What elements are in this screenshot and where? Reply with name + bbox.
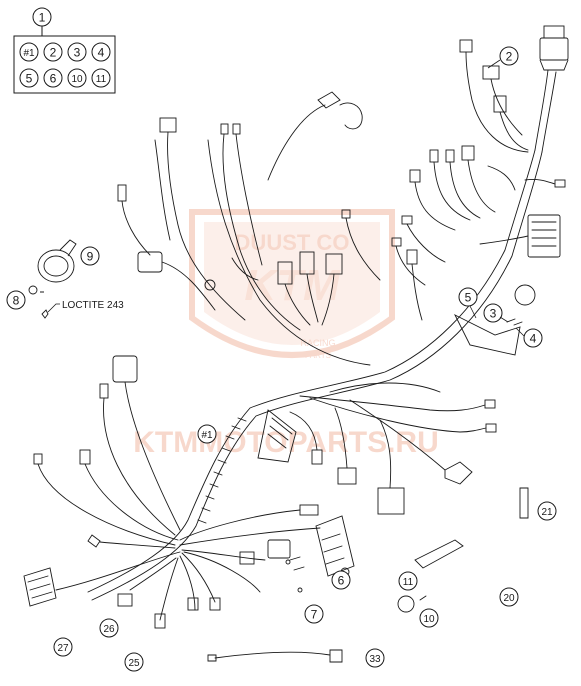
svg-text:25: 25 bbox=[128, 658, 140, 669]
svg-text:8: 8 bbox=[13, 294, 20, 308]
svg-text:21: 21 bbox=[541, 507, 553, 518]
callout-25[interactable]: 25 bbox=[124, 652, 144, 672]
callout-26[interactable]: 26 bbox=[99, 618, 119, 638]
svg-text:33: 33 bbox=[369, 654, 381, 665]
legend-item[interactable]: #1 bbox=[19, 42, 39, 62]
loctite-note: LOCTITE 243 bbox=[62, 300, 124, 311]
legend-header-number: 1 bbox=[39, 11, 46, 25]
callouts: 2 5 3 4 9 8 #1 21 6 7 11 10 20 26 27 25 … bbox=[6, 46, 557, 672]
wiring-harness bbox=[23, 25, 569, 663]
callout-5[interactable]: 5 bbox=[458, 287, 478, 307]
svg-text:4: 4 bbox=[530, 332, 537, 346]
svg-text:10: 10 bbox=[423, 614, 435, 625]
watermark-shield-top: DUUST CO bbox=[235, 230, 350, 255]
legend-item[interactable]: 4 bbox=[91, 42, 111, 62]
callout-2[interactable]: 2 bbox=[499, 46, 519, 66]
watermark-racing: RACING bbox=[300, 338, 335, 348]
svg-text:7: 7 bbox=[311, 608, 318, 622]
svg-text:26: 26 bbox=[103, 624, 115, 635]
svg-text:6: 6 bbox=[50, 72, 57, 86]
svg-text:2: 2 bbox=[50, 46, 57, 60]
legend-item[interactable]: 2 bbox=[43, 42, 63, 62]
legend-item[interactable]: 11 bbox=[91, 68, 111, 88]
legend-item[interactable]: 10 bbox=[67, 68, 87, 88]
legend-item[interactable]: 6 bbox=[43, 68, 63, 88]
svg-text:27: 27 bbox=[57, 643, 69, 654]
legend-item[interactable]: 3 bbox=[67, 42, 87, 62]
callout-3[interactable]: 3 bbox=[483, 303, 503, 323]
svg-text:9: 9 bbox=[87, 250, 94, 264]
callout-21[interactable]: 21 bbox=[537, 501, 557, 521]
callout-10[interactable]: 10 bbox=[419, 608, 439, 628]
callout-27[interactable]: 27 bbox=[53, 637, 73, 657]
watermark-site: KTMMOTOPARTS.RU bbox=[133, 426, 439, 459]
svg-text:6: 6 bbox=[338, 574, 345, 588]
callout-20[interactable]: 20 bbox=[499, 587, 519, 607]
svg-text:5: 5 bbox=[26, 72, 33, 86]
svg-text:2: 2 bbox=[506, 50, 513, 64]
callout-main-harness[interactable]: #1 bbox=[197, 424, 217, 444]
legend-box: 1 #1 2 3 4 5 6 10 11 bbox=[13, 7, 116, 94]
legend-header-bubble bbox=[32, 7, 52, 27]
svg-text:11: 11 bbox=[403, 577, 414, 588]
svg-text:3: 3 bbox=[490, 307, 497, 321]
legend-item[interactable]: 5 bbox=[19, 68, 39, 88]
callout-9[interactable]: 9 bbox=[80, 246, 100, 266]
svg-text:#1: #1 bbox=[201, 430, 213, 441]
callout-6[interactable]: 6 bbox=[331, 570, 351, 590]
svg-text:4: 4 bbox=[98, 46, 105, 60]
callout-7[interactable]: 7 bbox=[304, 604, 324, 624]
svg-text:5: 5 bbox=[465, 291, 472, 305]
callout-33[interactable]: 33 bbox=[365, 648, 385, 668]
callout-11[interactable]: 11 bbox=[398, 571, 418, 591]
callout-8[interactable]: 8 bbox=[6, 290, 26, 310]
svg-text:#1: #1 bbox=[23, 48, 35, 59]
svg-text:3: 3 bbox=[74, 46, 81, 60]
svg-text:20: 20 bbox=[503, 593, 515, 604]
watermark-parts: PARTS bbox=[305, 351, 331, 360]
callout-4[interactable]: 4 bbox=[523, 328, 543, 348]
svg-text:10: 10 bbox=[71, 74, 83, 85]
svg-text:11: 11 bbox=[96, 74, 107, 85]
horn-part bbox=[28, 239, 77, 319]
